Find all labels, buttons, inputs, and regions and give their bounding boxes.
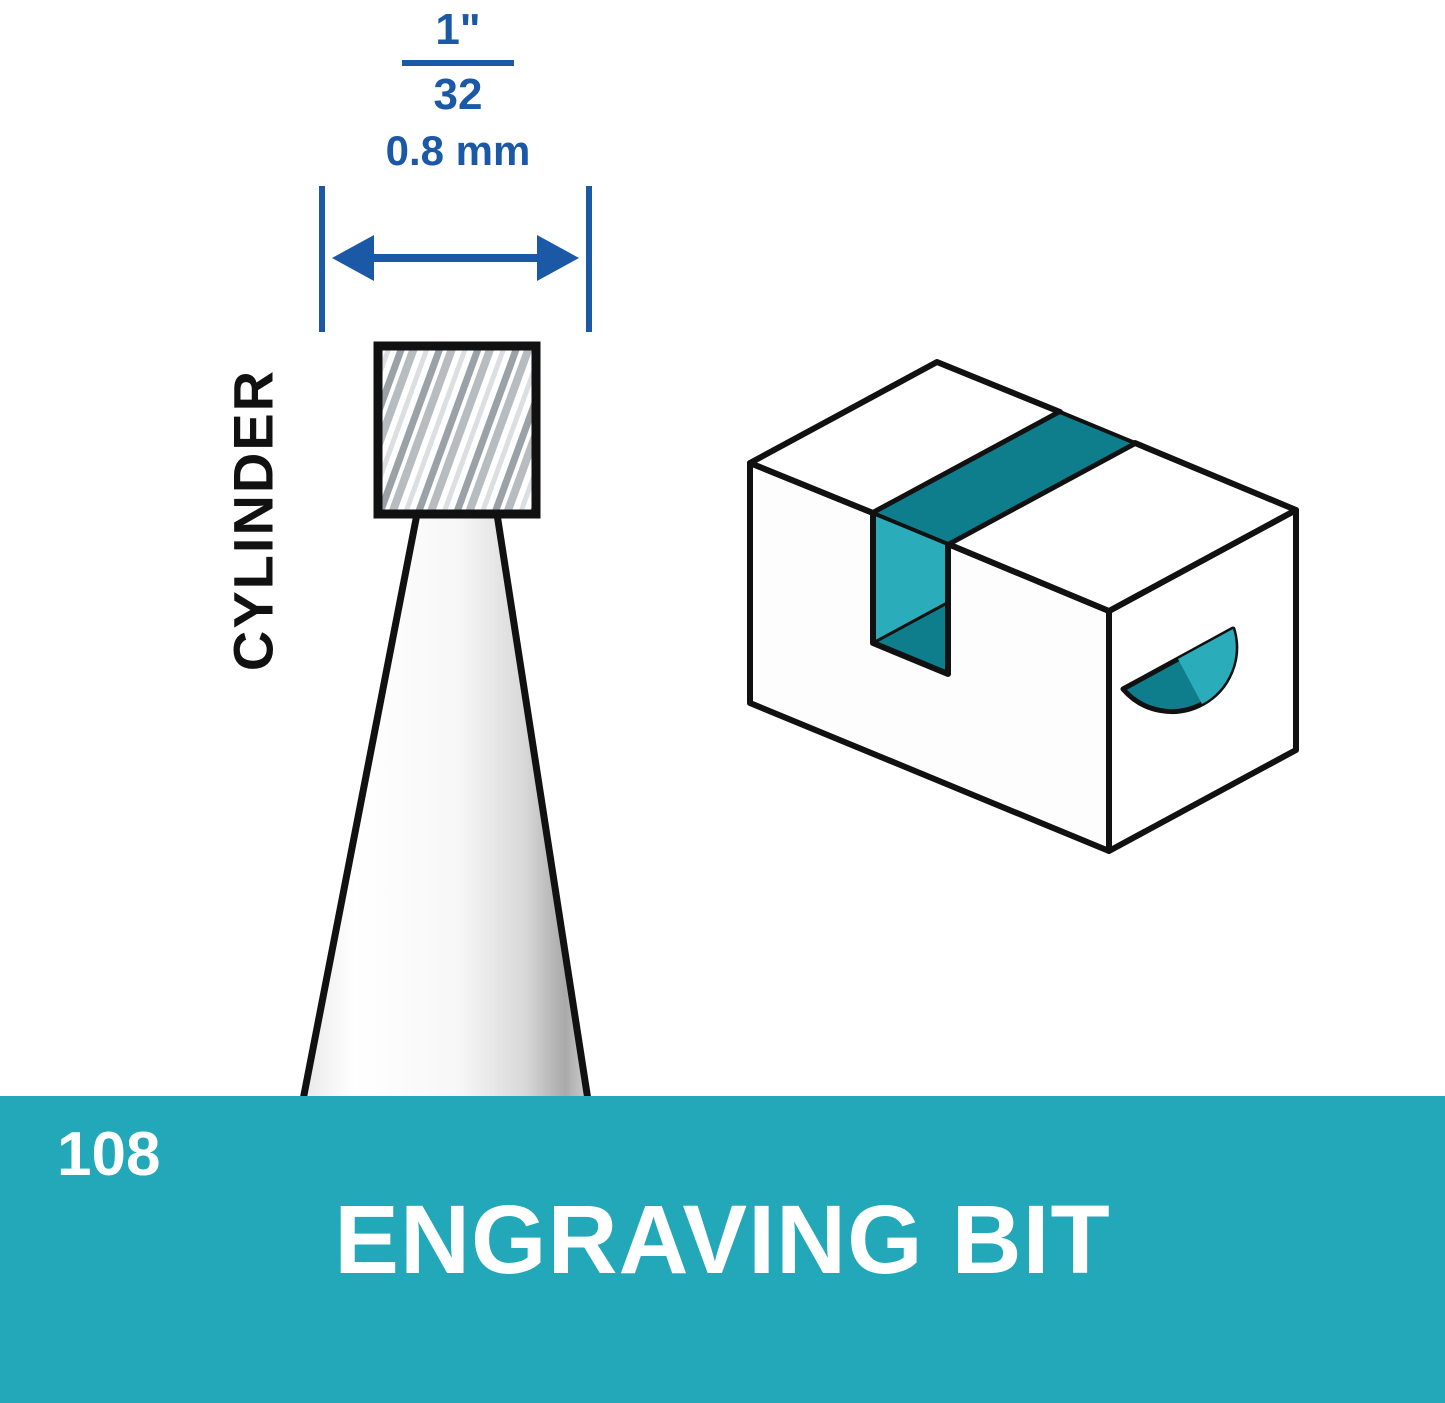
dimension-denominator: 32 [433, 70, 483, 119]
arrowhead-left-icon [332, 235, 374, 281]
slot-opening [871, 410, 1137, 546]
bit-shank-edge-right [493, 513, 592, 1100]
engraved-block-illustration [747, 359, 1299, 854]
dimension-metric: 0.8 mm [385, 127, 531, 174]
product-name: ENGRAVING BIT [334, 1185, 1111, 1294]
arrowhead-right-icon [537, 235, 579, 281]
fraction-bar [402, 60, 514, 66]
width-dimension-arrow-icon [319, 186, 592, 332]
product-banner: 108 ENGRAVING BIT [0, 1096, 1445, 1403]
bit-shank-edge-left [299, 513, 421, 1100]
dimension-numerator: 1" [435, 5, 481, 54]
bit-cylinder-head [373, 341, 541, 519]
dimension-label: 1" 32 0.8 mm [338, 4, 578, 176]
engraving-bit-illustration [299, 341, 592, 1100]
notch-inner-surface [1178, 629, 1236, 704]
model-number: 108 [57, 1120, 161, 1189]
diagram-artwork [299, 186, 1299, 1100]
